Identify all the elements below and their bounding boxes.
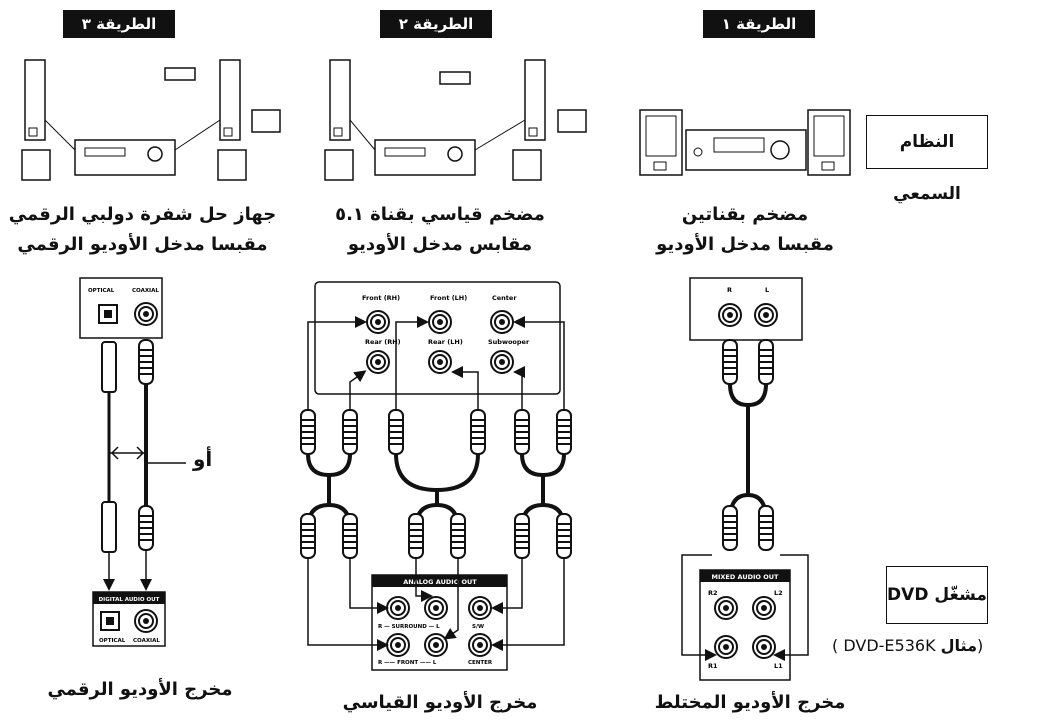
method-2-tab: الطريقة ٢ <box>380 10 492 38</box>
stereo-system-illustration <box>639 109 851 176</box>
optical-out-label: OPTICAL <box>99 638 126 644</box>
analog-audio-out-panel: ANALOG AUDIO OUT R — SURROUND — L S/W R … <box>307 558 565 671</box>
receiver-5-1-illustration <box>324 59 587 181</box>
jack-label-center: Center <box>492 294 517 302</box>
caption-line2: مقبسا مدخل الأوديو الرقمي <box>17 234 268 255</box>
method-2-cables <box>300 316 572 559</box>
audio-system-label: النظام السمعي <box>866 115 988 204</box>
jack-label-rear-rh: Rear (RH) <box>365 338 401 346</box>
method-1-output-caption: مخرج الأوديو المختلط <box>654 692 846 713</box>
example-open: ( <box>832 636 839 655</box>
dolby-decoder-illustration <box>21 59 281 181</box>
surround-label: R — SURROUND — L <box>378 624 440 630</box>
method-3-tab: الطريقة ٣ <box>63 10 175 38</box>
caption-line1: جهاز حل شفرة دولبي الرقمي <box>8 204 277 225</box>
method-3-cables <box>101 339 186 591</box>
example-model: DVD-E536K <box>843 636 936 655</box>
jack-label-l2: L2 <box>774 589 783 597</box>
optical-label: OPTICAL <box>88 288 115 294</box>
coaxial-label: COAXIAL <box>132 288 159 294</box>
front-label: R —— FRONT —— L <box>378 660 437 666</box>
jack-label-rear-lh: Rear (LH) <box>428 338 463 346</box>
analog-out-title: ANALOG AUDIO OUT <box>403 578 477 586</box>
jack-label-front-lh: Front (LH) <box>430 294 467 302</box>
center-label: CENTER <box>468 660 493 666</box>
jack-label-subwoofer: Subwooper <box>488 338 530 346</box>
jack-label-front-rh: Front (RH) <box>362 294 400 302</box>
or-label: أو <box>193 447 213 471</box>
jack-label-l1: L1 <box>774 662 783 670</box>
method-1-device-caption: مضخم بقناتين مقبسا مدخل الأوديو <box>625 200 865 260</box>
method-3-output-caption: مخرج الأوديو الرقمي <box>47 679 233 700</box>
jack-label-r: R <box>727 286 732 294</box>
method-3-device-caption: جهاز حل شفرة دولبي الرقمي مقبسا مدخل الأ… <box>0 200 285 260</box>
caption-line2: مقبسا مدخل الأوديو <box>656 234 834 255</box>
caption-line2: مقابس مدخل الأوديو <box>347 234 533 255</box>
caption-line1: مضخم قياسي بقناة ٥.١ <box>335 204 545 225</box>
dvd-player-label: مشغّل DVD <box>886 566 988 624</box>
mixed-out-title: MIXED AUDIO OUT <box>712 573 780 581</box>
coaxial-out-label: COAXIAL <box>133 638 160 644</box>
sw-label: S/W <box>472 624 484 630</box>
two-channel-input-panel: R L <box>689 277 803 341</box>
five-one-input-panel: Front (RH) Front (LH) Center Rear (RH) R… <box>314 281 561 395</box>
method-1-cable <box>722 339 774 551</box>
method-1-tab: الطريقة ١ <box>703 10 815 38</box>
jack-label-r1: R1 <box>708 662 718 670</box>
digital-audio-out-panel: DIGITAL AUDIO OUT OPTICAL COAXIAL <box>92 591 166 647</box>
digital-input-panel: OPTICAL COAXIAL <box>79 277 163 339</box>
example-close: ) <box>976 636 984 655</box>
caption-line1: مضخم بقناتين <box>681 204 809 225</box>
method-2-output-caption: مخرج الأوديو القياسي <box>342 692 538 713</box>
jack-label-l: L <box>765 286 769 294</box>
jack-label-r2: R2 <box>708 589 718 597</box>
example-prefix: مثال <box>940 636 977 655</box>
example-note: ( DVD-E536K مثال) <box>832 636 1042 655</box>
method-2-device-caption: مضخم قياسي بقناة ٥.١ مقابس مدخل الأوديو <box>290 200 590 260</box>
digital-out-title: DIGITAL AUDIO OUT <box>99 597 160 603</box>
mixed-audio-out-panel: MIXED AUDIO OUT R2 L2 R1 L1 <box>681 554 809 681</box>
